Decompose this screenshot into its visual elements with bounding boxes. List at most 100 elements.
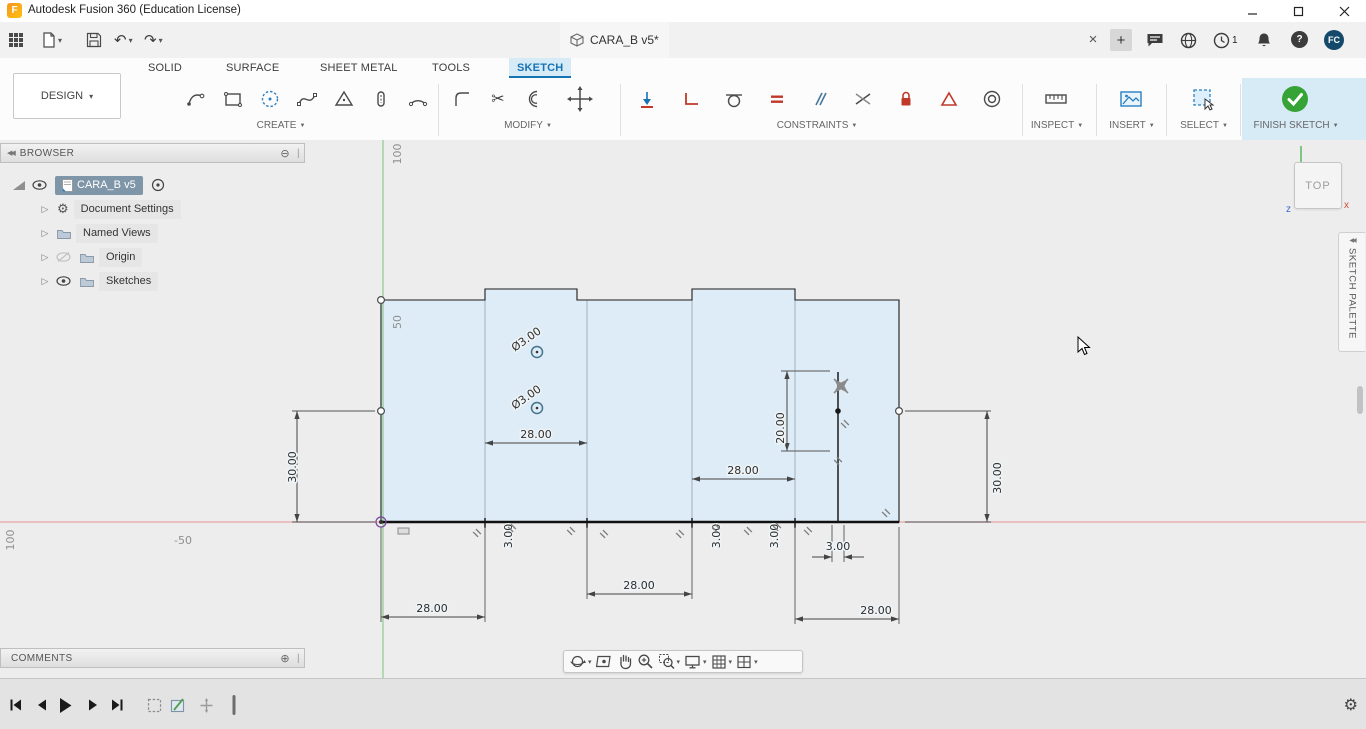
window-maximize-button[interactable] [1278, 0, 1318, 22]
select-group-label[interactable]: SELECT▼ [1180, 120, 1228, 131]
sketch-profile[interactable] [381, 289, 899, 522]
dimension-label-28-bottom-right[interactable]: 28.00 [859, 603, 894, 619]
visibility-eye-icon[interactable] [56, 275, 71, 287]
viewcube[interactable]: TOP [1294, 162, 1342, 209]
expand-arrow-icon[interactable]: ▷ [41, 203, 49, 214]
dimension-label-3-slot[interactable]: 3.00 [824, 539, 852, 555]
timeline-skip-start-button[interactable] [4, 696, 26, 714]
tool-measure[interactable] [1039, 82, 1073, 116]
browser-item-chip[interactable]: Document Settings [73, 199, 181, 219]
dimension-label-28-top-left[interactable]: 28.00 [519, 427, 554, 443]
expand-arrow-icon[interactable]: ▷ [41, 275, 49, 286]
window-close-button[interactable] [1324, 0, 1364, 22]
browser-item-named-views[interactable]: ▷ Named Views [38, 221, 158, 245]
dimension-label-28-bottom-mid[interactable]: 28.00 [622, 578, 657, 594]
timeline-settings-button[interactable]: ⚙ [1343, 697, 1358, 714]
timeline-move-feature[interactable] [196, 696, 216, 714]
nav-zoom-button[interactable] [636, 651, 655, 672]
tool-create-arc[interactable] [401, 82, 435, 116]
sketch-internal-edges[interactable] [484, 300, 796, 522]
user-avatar[interactable]: FC [1324, 30, 1344, 50]
modify-group-label[interactable]: MODIFY▼ [504, 120, 552, 131]
constraint-coincident[interactable] [630, 82, 664, 116]
create-group-label[interactable]: CREATE▼ [256, 120, 306, 131]
nav-zoom-window-button[interactable]: ▾ [657, 651, 682, 672]
save-button[interactable] [86, 29, 102, 51]
browser-item-chip[interactable]: Sketches [99, 271, 159, 291]
browser-item-chip[interactable]: Named Views [76, 223, 158, 243]
inspect-group-label[interactable]: INSPECT▼ [1030, 120, 1084, 131]
tab-surface[interactable]: SURFACE [226, 62, 280, 74]
nav-look-at-button[interactable] [595, 651, 614, 672]
plus-circle-icon[interactable]: ⊕ [280, 652, 290, 665]
tool-select[interactable] [1186, 82, 1220, 116]
app-grid-button[interactable] [8, 29, 24, 51]
notifications-button[interactable] [1256, 29, 1272, 51]
help-button[interactable]: ? [1291, 31, 1308, 48]
dimension-label-20[interactable]: 20.00 [773, 411, 789, 446]
tool-move[interactable] [563, 82, 597, 116]
timeline-select-marker[interactable] [144, 696, 164, 714]
sketch-origin-point[interactable] [375, 516, 387, 528]
web-button[interactable] [1180, 29, 1197, 51]
constraint-symmetry[interactable] [932, 82, 966, 116]
tool-trim[interactable]: ✂ [481, 82, 515, 116]
constraint-fix[interactable] [889, 82, 923, 116]
tool-create-line[interactable] [179, 82, 213, 116]
comments-header[interactable]: COMMENTS ⊕ | [0, 648, 305, 668]
finish-sketch-button[interactable] [1278, 82, 1312, 116]
sketch-palette-tab[interactable]: ◀◀ SKETCH PALETTE [1338, 232, 1365, 352]
dimension-label-30-left[interactable]: 30.00 [285, 450, 301, 485]
timeline-step-forward-button[interactable] [82, 696, 104, 714]
collapse-panel-icon[interactable]: ◀◀ [7, 150, 16, 157]
sketch-hole-circle-top[interactable] [530, 345, 544, 359]
nav-grid-settings-button[interactable]: ▾ [710, 651, 734, 672]
sketch-node-mid-left[interactable] [377, 407, 386, 416]
tool-create-rectangle[interactable] [216, 82, 250, 116]
tool-insert-image[interactable] [1114, 82, 1148, 116]
constraint-concentric[interactable] [975, 82, 1009, 116]
sketch-hole-circle-bottom[interactable] [530, 401, 544, 415]
timeline-play-button[interactable] [54, 696, 76, 714]
window-minimize-button[interactable] [1232, 0, 1272, 22]
tab-solid[interactable]: SOLID [148, 62, 183, 74]
dimension-label-28-bottom-left[interactable]: 28.00 [415, 601, 450, 617]
sketch-selected-point[interactable] [835, 408, 841, 414]
tool-create-slot[interactable] [364, 82, 398, 116]
timeline-sketch-feature[interactable] [168, 696, 188, 714]
browser-item-origin[interactable]: ▷ Origin [38, 245, 143, 269]
browser-item-root[interactable]: CARA_B v5 [12, 173, 165, 197]
file-menu-button[interactable]: ▾ [42, 29, 62, 51]
tool-create-polygon[interactable] [327, 82, 361, 116]
visibility-eye-off-icon[interactable] [56, 251, 71, 263]
nav-orbit-button[interactable]: ▾ [568, 651, 593, 672]
move-manipulator-icon[interactable] [833, 378, 849, 394]
timeline-position-handle[interactable] [224, 695, 244, 715]
tab-sketch[interactable]: SKETCH [509, 58, 572, 78]
tool-offset[interactable] [517, 82, 551, 116]
constraint-parallel[interactable] [803, 82, 837, 116]
sketch-node-mid-right[interactable] [894, 407, 903, 416]
finish-sketch-group-label[interactable]: FINISH SKETCH▼ [1253, 120, 1339, 131]
constraint-collinear[interactable] [846, 82, 880, 116]
panel-resize-handle[interactable]: | [297, 147, 300, 159]
redo-button[interactable]: ↷ ▾ [144, 29, 163, 51]
new-document-tab-button[interactable]: + [1110, 29, 1132, 51]
feedback-button[interactable] [1146, 29, 1164, 51]
nav-viewports-button[interactable]: ▾ [735, 651, 759, 672]
dimension-label-28-top-right[interactable]: 28.00 [726, 463, 761, 479]
minus-circle-icon[interactable]: ⊖ [280, 147, 290, 160]
dimension-label-30-right[interactable]: 30.00 [990, 461, 1006, 496]
tool-fillet[interactable] [445, 82, 479, 116]
browser-item-sketches[interactable]: ▷ Sketches [38, 269, 159, 293]
panel-resize-handle[interactable]: | [297, 652, 300, 664]
workspace-selector[interactable]: DESIGN ▾ [13, 73, 121, 119]
browser-item-chip[interactable]: Origin [99, 247, 143, 267]
sketch-node-top-left[interactable] [377, 296, 386, 305]
modeling-canvas[interactable]: 100 50 -50 100 [0, 140, 1366, 678]
constraints-group-label[interactable]: CONSTRAINTS▼ [776, 120, 858, 131]
nav-display-settings-button[interactable]: ▾ [683, 651, 708, 672]
constraint-tangent[interactable] [717, 82, 751, 116]
browser-header[interactable]: ◀◀ BROWSER ⊖ | [0, 143, 305, 163]
visibility-eye-icon[interactable] [32, 179, 47, 191]
